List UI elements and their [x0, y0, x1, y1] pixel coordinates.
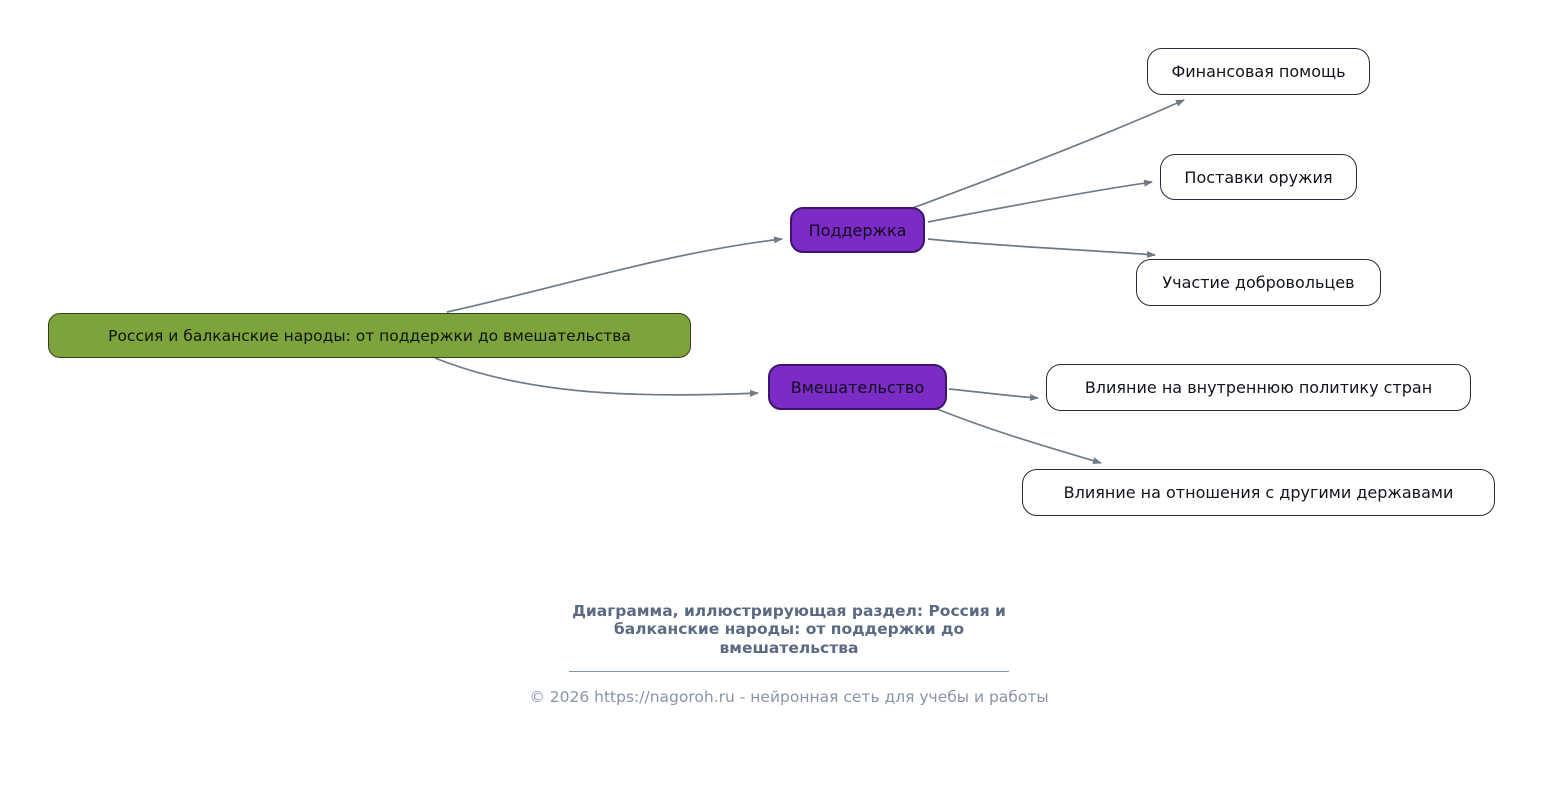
leaf-node-volunteers: Участие добровольцев: [1136, 259, 1381, 306]
leaf-node-foreign-relations-influence: Влияние на отношения с другими державами: [1022, 469, 1495, 516]
edge-support-arms-supplies: [927, 179, 1153, 223]
edge-root-intervention: [434, 357, 759, 397]
root-node: Россия и балканские народы: от поддержки…: [48, 313, 691, 358]
footer-divider: [569, 670, 1009, 672]
edge-support-volunteers: [927, 238, 1156, 258]
edge-support-financial-aid: [909, 99, 1185, 210]
leaf-node-financial-aid: Финансовая помощь: [1147, 48, 1370, 95]
edge-intervention-foreign-relations: [936, 408, 1102, 465]
leaf-node-domestic-policy-influence: Влияние на внутреннюю политику стран: [1046, 364, 1471, 411]
branch-node-support: Поддержка: [790, 207, 925, 253]
edge-root-support: [446, 236, 783, 313]
footer-caption: Диаграмма, иллюстрирующая раздел: Россия…: [572, 602, 1006, 657]
edge-intervention-domestic-policy: [948, 388, 1039, 401]
leaf-node-arms-supplies: Поставки оружия: [1160, 154, 1357, 200]
footer: Диаграмма, иллюстрирующая раздел: Россия…: [489, 602, 1089, 706]
branch-node-intervention: Вмешательство: [768, 364, 947, 410]
footer-copyright: © 2026 https://nagoroh.ru - нейронная се…: [529, 687, 1049, 706]
